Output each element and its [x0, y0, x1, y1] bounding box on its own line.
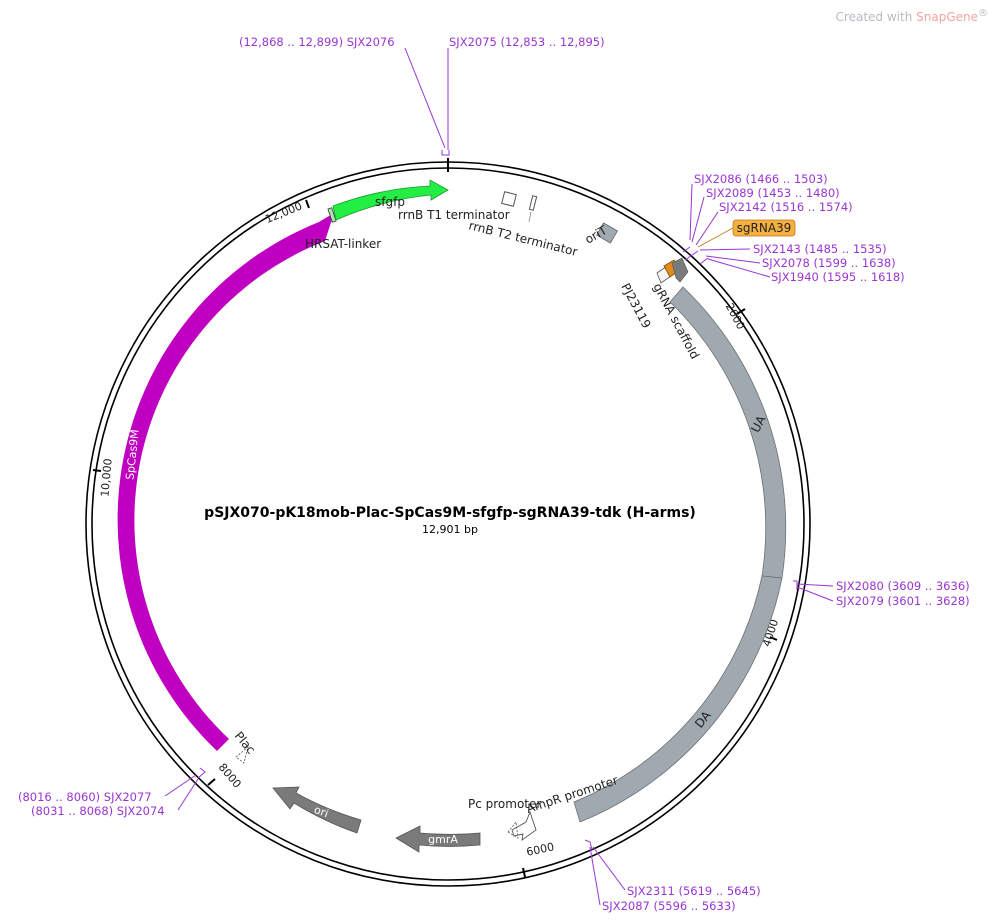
pj23119-label: PJ23119	[618, 281, 653, 331]
plasmid-title: pSJX070-pK18mob-Plac-SpCas9M-sfgfp-sgRNA…	[204, 505, 696, 521]
primer-sjx2089: SJX2089 (1453 .. 1480)	[706, 186, 840, 200]
plasmid-length: 12,901 bp	[422, 523, 478, 536]
primer-sjx2311: SJX2311 (5619 .. 5645)	[627, 884, 761, 898]
primer-sjx2075: SJX2075 (12,853 .. 12,895)	[449, 35, 605, 49]
gmra-label: gmrA	[428, 833, 458, 846]
primer-sjx2087: SJX2087 (5596 .. 5633)	[602, 899, 736, 913]
primer-sjx2076: (12,868 .. 12,899) SJX2076	[239, 35, 395, 49]
primer-sjx2086: SJX2086 (1466 .. 1503)	[694, 172, 828, 186]
plac-label: Plac	[232, 729, 258, 757]
tick-label-8000: 8000	[216, 761, 244, 791]
rrnb-t1-label: rrnB T1 terminator	[398, 208, 510, 222]
ori-label: ori	[312, 803, 330, 820]
hrsat-linker-box	[327, 207, 337, 223]
sgrna39-leader	[697, 227, 734, 248]
rrnb-t2-leader	[528, 211, 532, 223]
tick-label-12000: 12,000	[263, 200, 304, 226]
primer-sjx2079: SJX2079 (3601 .. 3628)	[836, 594, 970, 608]
primer-leaders	[164, 47, 834, 906]
grna-scaffold-arrow	[671, 257, 689, 283]
primer-sjx2074: (8031 .. 8068) SJX2074	[31, 804, 165, 818]
snapgene-watermark: Created with SnapGene®	[835, 8, 988, 24]
spcas9m-arrow	[117, 213, 334, 751]
primer-sjx1940: SJX1940 (1595 .. 1618)	[771, 270, 905, 284]
rrnb-t1-box	[501, 191, 517, 207]
orit-box	[596, 222, 618, 244]
tick-marks	[92, 158, 778, 878]
spcas9m-label: SpCas9M	[123, 429, 141, 481]
pc-promoter-label: Pc promoter	[468, 797, 541, 811]
primer-sjx2143: SJX2143 (1485 .. 1535)	[753, 242, 887, 256]
rrnb-t2-label: rrnB T2 terminator	[467, 218, 579, 259]
primer-sjx2077: (8016 .. 8060) SJX2077	[18, 790, 152, 804]
ori-arrow	[272, 786, 362, 834]
gmra-arrow	[395, 825, 481, 853]
tick-label-10000: 10,000	[98, 458, 114, 497]
hrsat-linker-label: HRSAT-linker	[305, 237, 381, 251]
primer-sjx2142: SJX2142 (1516 .. 1574)	[719, 200, 853, 214]
ampr-promoter-arrow	[511, 810, 537, 841]
sgrna39-label: sgRNA39	[737, 221, 792, 235]
primer-sjx2080: SJX2080 (3609 .. 3636)	[836, 579, 970, 593]
sfgfp-arrow	[332, 179, 449, 221]
da-region	[573, 575, 783, 823]
tick-label-6000: 6000	[525, 840, 555, 859]
sfgfp-label: sfgfp	[375, 195, 405, 209]
rrnb-t2-box	[528, 195, 538, 211]
plac-arrow	[235, 745, 249, 764]
primer-sjx2078: SJX2078 (1599 .. 1638)	[762, 256, 896, 270]
